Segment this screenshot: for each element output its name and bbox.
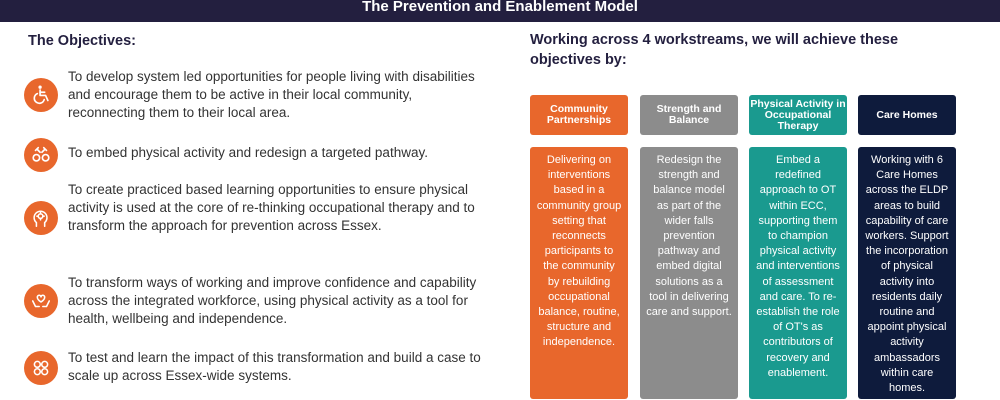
workstreams-panel: Working across 4 workstreams, we will ac… [500, 22, 1000, 400]
workstream-description: Embed a redefined approach to OT within … [749, 147, 847, 399]
workstream-title: Strength and Balance [640, 95, 738, 135]
workstreams-heading: Working across 4 workstreams, we will ac… [530, 32, 899, 68]
workstream-title: Community Partnerships [530, 95, 628, 135]
page-title: The Prevention and Enablement Model [362, 0, 638, 15]
workstream-title: Physical Activity in Occupational Therap… [749, 95, 847, 135]
workstream-description: Delivering on interventions based in a c… [530, 147, 628, 399]
objectives-panel: The Objectives: To develop system led op… [0, 22, 500, 400]
objective-text: To embed physical activity and redesign … [68, 145, 428, 160]
objective-text: To develop system led opportunities for … [68, 69, 475, 120]
objective-text: To create practiced based learning oppor… [68, 182, 475, 233]
workstream-description: Working with 6 Care Homes across the ELD… [858, 147, 956, 399]
header-bar: The Prevention and Enablement Model [0, 0, 1000, 22]
dumbbells-icon [24, 138, 58, 172]
objective-text: To transform ways of working and improve… [68, 275, 477, 326]
head-gears-icon [24, 201, 58, 235]
cogs-icon [24, 351, 58, 385]
hands-heart-icon [24, 284, 58, 318]
workstream-description: Redesign the strength and balance model … [640, 147, 738, 399]
workstream-title: Care Homes [858, 95, 956, 135]
objective-text: To test and learn the impact of this tra… [68, 350, 481, 383]
objectives-heading: The Objectives: [28, 33, 136, 49]
wheelchair-icon [24, 78, 58, 112]
